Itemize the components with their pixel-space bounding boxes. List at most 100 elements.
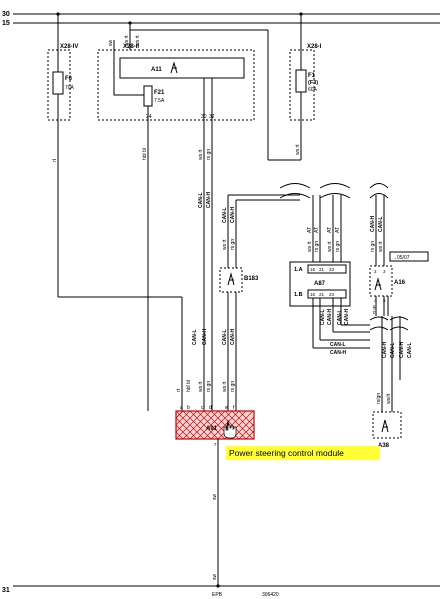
a91-hatching	[175, 410, 255, 440]
x28-i-label: X28-I	[307, 44, 322, 50]
a16-module	[369, 265, 393, 297]
wire-can-lower	[313, 324, 370, 349]
wire-color-ws-rt-label: ws rt	[327, 241, 333, 252]
f1-fuse	[295, 69, 307, 93]
can-l-label: CAN-L	[198, 192, 204, 208]
can-l-label: CAN-L	[222, 207, 228, 223]
pin-label: 21	[319, 267, 325, 272]
f6-rating: 70A	[65, 85, 75, 91]
wire-color-rs-gn-label: rs gn	[230, 381, 236, 392]
can-h-label: CAN-H	[327, 309, 333, 325]
a38-control-icon	[381, 419, 389, 433]
a11-label: A11	[151, 67, 162, 73]
pin-label: a	[180, 405, 183, 411]
can-h-label: CAN-H	[230, 207, 236, 223]
wire-color-rs-gn-label: rs gn	[206, 149, 212, 160]
x28-ii-connector	[97, 49, 255, 121]
f21-fuse	[143, 85, 153, 107]
pin-label: 23	[329, 267, 335, 272]
pin-label: f	[233, 405, 235, 411]
tooltip-text: Power steering control module	[229, 448, 344, 458]
wire-color-at-label: AT	[314, 227, 320, 233]
can-h-label: CAN-H	[370, 216, 376, 232]
pin-32-label: 32	[209, 114, 215, 120]
wire-color-rs-gn-label: rs gn	[230, 239, 236, 250]
can-l-label: CAN-L	[407, 342, 413, 358]
can-l-label: CAN-L	[222, 329, 228, 345]
b183-sensor	[219, 267, 243, 293]
wire-color-at-label: AT	[327, 227, 333, 233]
wire-color-ws-rt-label: ws rt	[222, 239, 228, 250]
wire-color-sw-label: sw	[108, 40, 114, 47]
can-h-label: CAN-H	[206, 192, 212, 208]
tooltip	[226, 446, 380, 460]
wire-color-rt-label: rt	[52, 158, 58, 162]
pin-24-label: 24	[146, 114, 152, 120]
wire-color-ws-rt-label: ws rt	[198, 381, 204, 392]
rail-15-label: 15	[2, 20, 10, 27]
reference-arrow-box	[389, 251, 429, 262]
pin-label: 21	[319, 292, 325, 297]
wire-color-ws-rt-label: ws/rt	[386, 393, 392, 404]
wire-color-rt-label: rt	[176, 388, 182, 392]
wire-color-ws-rt-label: ws rt	[295, 144, 301, 155]
a11-control-icon	[170, 61, 178, 74]
sheet-number: 306420	[262, 592, 279, 598]
wire-can-bus-upper	[285, 194, 300, 201]
can-l-label: CAN-L	[378, 216, 384, 232]
a91-label: A91	[206, 426, 218, 432]
wire-color-ws-rt-label: ws rt	[135, 35, 141, 46]
junction-dot	[216, 584, 220, 588]
wire-color-rs-gn-label: rs/gn	[376, 393, 382, 404]
can-h-label: CAN-H	[202, 329, 208, 345]
rail-30-label: 30	[2, 11, 10, 18]
f6-fuse	[52, 71, 64, 95]
a38-module	[372, 411, 402, 439]
a87-connector-1b	[307, 289, 347, 299]
can-h-label: CAN-H	[344, 309, 350, 325]
can-h-label: CAN-H	[382, 342, 388, 358]
wire-color-rs-gn-label: rs gn	[370, 241, 376, 252]
pin-label: 7	[214, 442, 217, 447]
can-l-label: CAN-L	[192, 329, 198, 345]
pin-label: 16	[310, 267, 316, 272]
wire-a11-internal	[113, 60, 148, 96]
can-l-label: CAN-L	[390, 342, 396, 358]
wire-color-ws-rt-label: ws rt	[198, 149, 204, 160]
wire-color-sw-label: sw	[212, 494, 218, 501]
a87-label: A87	[314, 281, 326, 287]
pin-label: c	[201, 405, 204, 411]
pin-1a-label: 1.A	[294, 267, 303, 273]
can-h-label: CAN-H	[330, 350, 346, 356]
can-l-label: CAN-L	[330, 342, 346, 348]
reference-arrow-label: →05/07	[392, 255, 410, 261]
f1-id: F1	[308, 73, 316, 79]
wire-color-hbl-bl-label: hbl bl	[142, 148, 148, 160]
rail-31-label: 31	[2, 587, 10, 594]
wire-color-ws-rt-label: ws rt	[378, 241, 384, 252]
wire-color-hbl-bl-label: hbl bl	[186, 380, 192, 392]
can-l-label: CAN-L	[337, 309, 343, 325]
pin-label: 16	[310, 292, 316, 297]
hand-pointer-icon	[223, 420, 237, 439]
wire-color-ws-rt-label: ws rt	[307, 241, 313, 252]
pin-label: d	[209, 405, 212, 411]
f1-rating: 60A	[308, 87, 318, 93]
pin-30-label: 30	[201, 114, 207, 120]
pin-label: 2	[374, 269, 377, 274]
x28-iv-connector	[47, 49, 71, 121]
a16-control-icon	[374, 277, 382, 291]
f1-alt: (F3)	[308, 80, 318, 86]
pin-label: b	[187, 405, 190, 411]
b183-sensor-icon	[227, 272, 235, 286]
f6-id: F6	[65, 76, 73, 82]
wire-color-rs-gn-label: rs gn	[314, 241, 320, 252]
ground-label: EPB	[212, 592, 223, 598]
wire-color-at-label: AT	[335, 227, 341, 233]
pin-label: 3	[383, 269, 386, 274]
pin-label: 23	[329, 292, 335, 297]
wire-color-at-label: AT	[307, 227, 313, 233]
wire-color-ws-rt-label: ws rt	[124, 35, 130, 46]
wire-color-rs-gn-label: rs gn	[335, 241, 341, 252]
